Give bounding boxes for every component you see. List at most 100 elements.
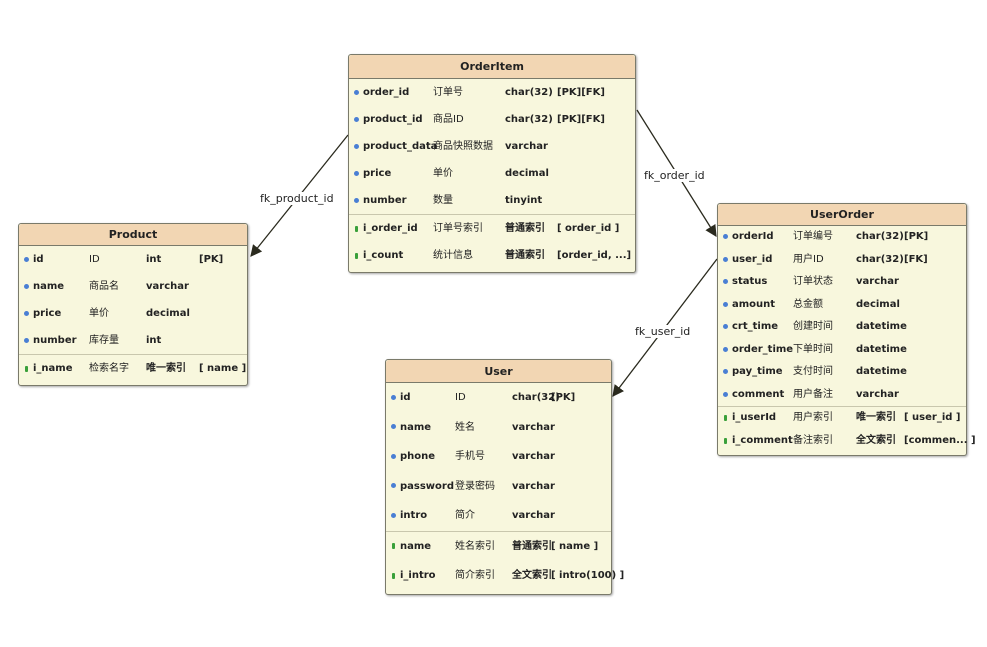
cell-label: 支付时间 bbox=[793, 366, 833, 377]
cell-type: datetime bbox=[856, 366, 907, 377]
cell-name: name bbox=[400, 421, 432, 433]
cell-type: decimal bbox=[505, 168, 549, 179]
cell-name: crt_time bbox=[732, 321, 779, 332]
cell-label: 备注索引 bbox=[793, 434, 833, 446]
cell-extra: [commen... ] bbox=[904, 434, 976, 446]
cell-type: 普通索引 bbox=[505, 250, 545, 261]
cell-name: id bbox=[400, 392, 411, 403]
cell-name: orderId bbox=[732, 231, 774, 242]
cell-label: 商品快照数据 bbox=[433, 141, 493, 152]
cell-name: pay_time bbox=[732, 366, 783, 377]
entity-title: OrderItem bbox=[349, 55, 635, 79]
cell-name: intro bbox=[400, 510, 428, 521]
cell-name: amount bbox=[732, 298, 776, 310]
column-row[interactable]: pay_time 支付时间 datetime bbox=[718, 361, 966, 384]
cell-label: 库存量 bbox=[89, 335, 119, 346]
cell-extra: [ order_id ] bbox=[557, 223, 620, 234]
cell-name: product_id bbox=[363, 114, 423, 125]
cell-type: 全文索引 bbox=[856, 434, 896, 446]
cell-name: name bbox=[400, 540, 432, 552]
cell-label: 用户ID bbox=[793, 253, 824, 265]
cell-label: 姓名索引 bbox=[455, 540, 495, 552]
cell-type: 全文索引 bbox=[512, 570, 552, 581]
cell-type: varchar bbox=[856, 388, 899, 400]
column-marker-icon bbox=[391, 453, 396, 459]
cell-type: varchar bbox=[512, 451, 555, 462]
fk-user-id-label: fk_user_id bbox=[633, 325, 693, 338]
cell-name: i_name bbox=[33, 363, 73, 374]
cell-label: 下单时间 bbox=[793, 343, 833, 355]
cell-name: phone bbox=[400, 451, 436, 462]
column-marker-icon bbox=[24, 337, 29, 343]
column-marker-icon bbox=[723, 346, 728, 352]
column-marker-icon bbox=[354, 170, 359, 176]
column-marker-icon bbox=[24, 283, 29, 289]
column-row[interactable]: comment 用户备注 varchar bbox=[718, 384, 966, 407]
cell-label: 数量 bbox=[433, 195, 453, 206]
cell-extra: [PK] bbox=[904, 231, 929, 242]
cell-name: id bbox=[33, 254, 44, 265]
column-marker-icon bbox=[723, 391, 728, 397]
entity-title: UserOrder bbox=[718, 204, 966, 226]
cell-label: 单价 bbox=[89, 308, 109, 319]
cell-name: i_count bbox=[363, 250, 404, 261]
column-marker-icon bbox=[723, 279, 728, 285]
cell-type: char(32) bbox=[505, 87, 553, 98]
cell-name: i_order_id bbox=[363, 223, 418, 234]
cell-name: i_intro bbox=[400, 570, 436, 581]
cell-label: 用户备注 bbox=[793, 388, 833, 400]
cell-name: i_userId bbox=[732, 412, 777, 423]
cell-name: comment bbox=[732, 388, 785, 400]
cell-label: ID bbox=[455, 392, 466, 403]
column-marker-icon bbox=[723, 301, 728, 307]
cell-label: 简介索引 bbox=[455, 570, 495, 581]
cell-name: password bbox=[400, 480, 455, 492]
cell-label: 商品名 bbox=[89, 281, 119, 292]
cell-name: name bbox=[33, 281, 65, 292]
cell-extra: [ name ] bbox=[551, 540, 599, 552]
cell-type: varchar bbox=[856, 276, 899, 287]
cell-type: varchar bbox=[512, 480, 555, 492]
column-marker-icon bbox=[723, 234, 728, 240]
cell-name: order_time bbox=[732, 343, 794, 355]
fk-order-id-label: fk_order_id bbox=[642, 169, 707, 182]
cell-extra: [PK][FK] bbox=[557, 87, 605, 98]
column-marker-icon bbox=[354, 197, 359, 203]
cell-type: datetime bbox=[856, 343, 907, 355]
cell-type: varchar bbox=[505, 141, 548, 152]
cell-label: 订单编号 bbox=[793, 231, 833, 242]
cell-extra: [PK] bbox=[551, 392, 576, 403]
cell-extra: [order_id, ...] bbox=[557, 250, 632, 261]
